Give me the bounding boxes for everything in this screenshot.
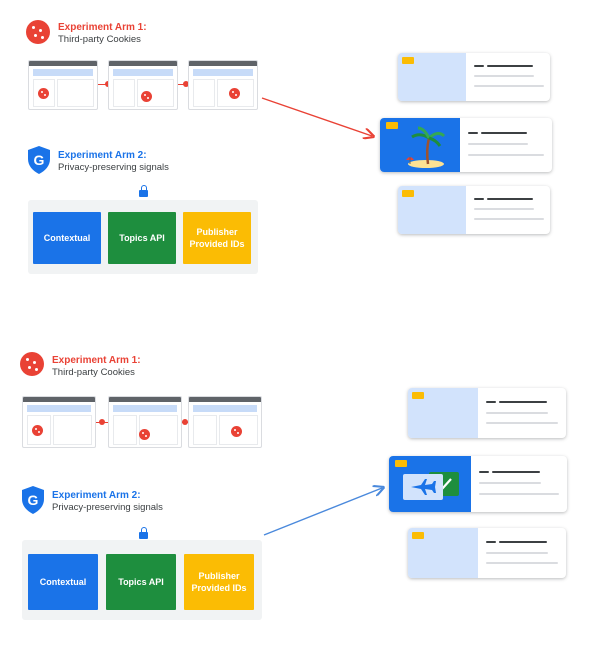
browser-window: [28, 60, 98, 110]
arm1-subtitle: Third-party Cookies: [58, 34, 141, 45]
arm2-title: Experiment Arm 2:: [52, 490, 141, 501]
g-shield-icon: G: [28, 146, 50, 174]
arm1-subtitle: Third-party Cookies: [52, 367, 135, 378]
cookie-icon: [20, 352, 44, 376]
lock-icon: [139, 185, 148, 197]
palm-tree-beach-icon: [406, 126, 446, 168]
arm2-subtitle: Privacy-preserving signals: [52, 502, 163, 513]
lock-icon: [139, 527, 148, 539]
arm1-title: Experiment Arm 1:: [58, 22, 147, 33]
signal-topics-api: Topics API: [106, 554, 176, 610]
svg-text:G: G: [28, 492, 39, 508]
ad-card-featured: [389, 456, 567, 512]
cookie-icon: [229, 88, 240, 99]
signals-panel: Contextual Topics API Publisher Provided…: [28, 200, 258, 274]
g-shield-icon: G: [22, 486, 44, 514]
ad-card: [398, 186, 550, 234]
browser-window: [22, 396, 96, 448]
svg-text:G: G: [34, 152, 45, 168]
ad-card: [398, 53, 550, 101]
signal-topics-api: Topics API: [108, 212, 176, 264]
browser-window: [188, 60, 258, 110]
cookie-icon: [139, 429, 150, 440]
cookie-icon: [141, 91, 152, 102]
cookie-icon: [231, 426, 242, 437]
airplane-ticket-icon: [403, 472, 459, 500]
cookie-icon: [32, 425, 43, 436]
cookie-icon: [26, 20, 50, 44]
ad-card-featured: [380, 118, 552, 172]
browser-window: [108, 396, 182, 448]
signal-publisher-provided-ids: Publisher Provided IDs: [183, 212, 251, 264]
cookie-icon: [38, 88, 49, 99]
signal-contextual: Contextual: [28, 554, 98, 610]
signal-contextual: Contextual: [33, 212, 101, 264]
browser-window: [108, 60, 178, 110]
arm2-title: Experiment Arm 2:: [58, 150, 147, 161]
browser-window: [188, 396, 262, 448]
arm1-title: Experiment Arm 1:: [52, 355, 141, 366]
ad-card: [408, 388, 566, 438]
signal-publisher-provided-ids: Publisher Provided IDs: [184, 554, 254, 610]
arm2-subtitle: Privacy-preserving signals: [58, 162, 169, 173]
signals-panel: Contextual Topics API Publisher Provided…: [22, 540, 262, 620]
ad-card: [408, 528, 566, 578]
